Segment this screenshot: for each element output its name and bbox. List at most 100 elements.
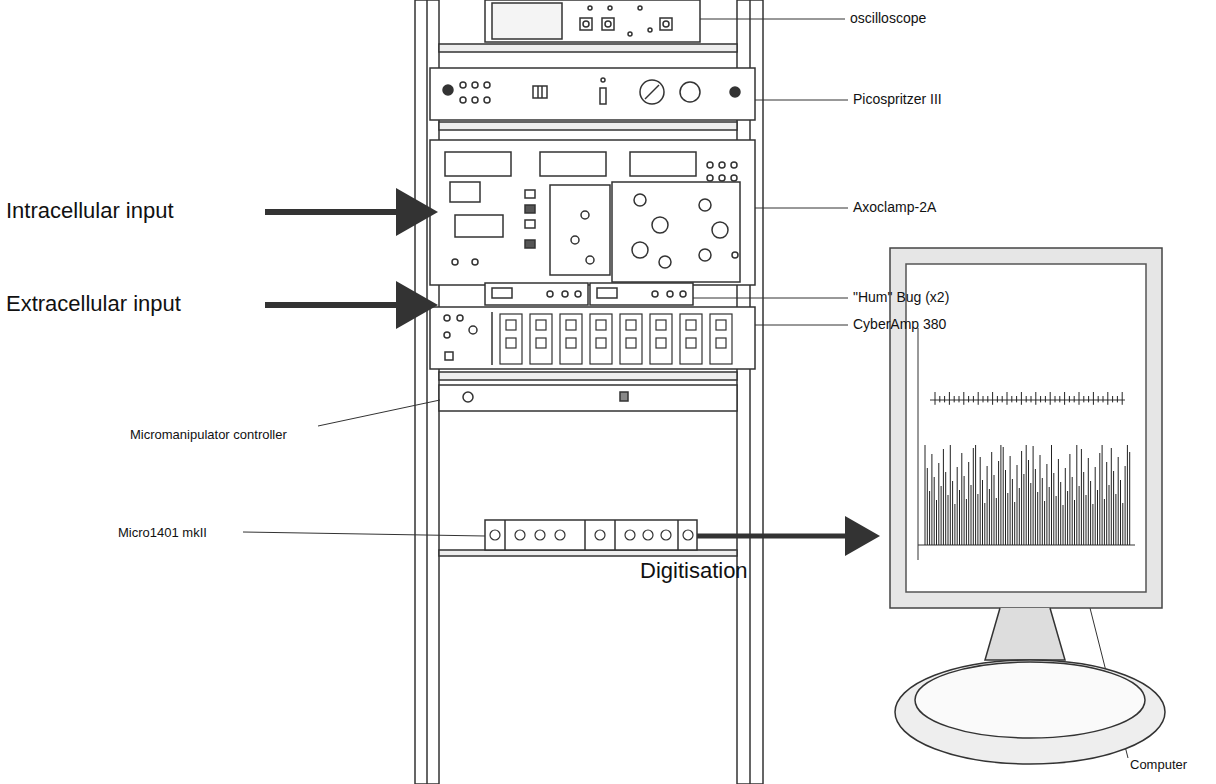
stroke [1109, 485, 1110, 545]
stroke [959, 490, 960, 545]
panel-detail [683, 530, 693, 540]
stroke [949, 392, 950, 405]
stroke [1074, 500, 1075, 545]
stroke [975, 445, 976, 545]
stroke [945, 472, 946, 545]
stroke [1044, 501, 1045, 545]
stroke [1092, 504, 1093, 545]
stroke [1104, 499, 1105, 545]
panel-detail [661, 530, 671, 540]
stroke [1042, 478, 1043, 545]
panel-detail [500, 314, 522, 364]
stroke [1074, 396, 1075, 402]
stroke [1058, 459, 1059, 545]
stroke [1012, 479, 1013, 545]
panel-detail [490, 530, 500, 540]
stroke [994, 475, 995, 545]
stroke [1065, 468, 1066, 545]
stroke [1050, 392, 1051, 405]
panel-detail [656, 338, 666, 348]
stroke [987, 466, 988, 545]
stroke [938, 463, 939, 545]
stroke [927, 468, 928, 545]
stroke [1017, 465, 1018, 545]
stroke [973, 448, 974, 545]
stroke [964, 476, 965, 545]
stroke [1045, 396, 1046, 402]
stroke [1081, 449, 1082, 545]
stroke [1125, 466, 1126, 545]
stroke [961, 453, 962, 545]
stroke [1118, 457, 1119, 545]
stroke [1005, 470, 1006, 545]
stroke [996, 498, 997, 545]
stroke [968, 462, 969, 545]
stroke [989, 489, 990, 545]
stroke [1010, 456, 1011, 545]
stroke [984, 503, 985, 545]
stroke [1055, 396, 1056, 402]
panel-detail [536, 320, 546, 330]
panel-detail [620, 314, 642, 364]
stroke [1028, 460, 1029, 545]
stroke [1000, 445, 1001, 545]
stroke [1099, 453, 1100, 545]
stroke [925, 445, 926, 545]
stroke [1083, 396, 1084, 402]
stroke [1112, 396, 1113, 402]
stroke [982, 480, 983, 545]
stroke [1007, 392, 1008, 405]
stroke [1069, 396, 1070, 402]
stroke [973, 396, 974, 402]
stroke [1107, 392, 1108, 405]
panel-detail [506, 320, 516, 330]
stroke [954, 504, 955, 545]
panel-detail [560, 314, 582, 364]
panel-detail [680, 314, 702, 364]
stroke [1035, 392, 1036, 405]
stroke [943, 449, 944, 545]
stroke [1097, 490, 1098, 545]
panel-detail [536, 338, 546, 348]
input-label: Intracellular input [6, 199, 174, 223]
stroke [1030, 483, 1031, 545]
stroke [1103, 396, 1104, 402]
stroke [1115, 494, 1116, 545]
panel-detail [515, 530, 525, 540]
stroke [1127, 445, 1128, 545]
panel-detail [716, 338, 726, 348]
part-label: CyberAmp 380 [853, 317, 946, 332]
stroke [1016, 396, 1017, 402]
stroke [980, 457, 981, 545]
input-label: Extracellular input [6, 292, 181, 316]
stroke [931, 454, 932, 545]
stroke [1059, 396, 1060, 402]
process-label: Digitisation [640, 559, 748, 583]
stroke [1088, 396, 1089, 402]
stroke [966, 499, 967, 545]
stroke [971, 485, 972, 545]
stroke [1117, 396, 1118, 402]
stroke [997, 396, 998, 402]
stroke [1051, 445, 1052, 545]
stroke [1003, 447, 1004, 545]
stroke [1033, 446, 1034, 545]
part-label: Picospritzer III [853, 92, 942, 107]
stroke [987, 396, 988, 402]
stroke [1129, 452, 1130, 545]
stroke [1019, 488, 1020, 545]
panel-detail [626, 320, 636, 330]
stroke [1002, 396, 1003, 402]
stroke [1056, 496, 1057, 545]
stroke [963, 392, 964, 405]
stroke [1021, 392, 1022, 405]
panel-detail [686, 320, 696, 330]
panel-detail [590, 314, 612, 364]
stroke [992, 392, 993, 405]
stroke [977, 494, 978, 545]
panel-detail [566, 338, 576, 348]
stroke [1113, 471, 1114, 545]
stroke [1067, 491, 1068, 545]
part-label: "Hum" Bug (x2) [853, 290, 949, 305]
stroke [1086, 495, 1087, 545]
